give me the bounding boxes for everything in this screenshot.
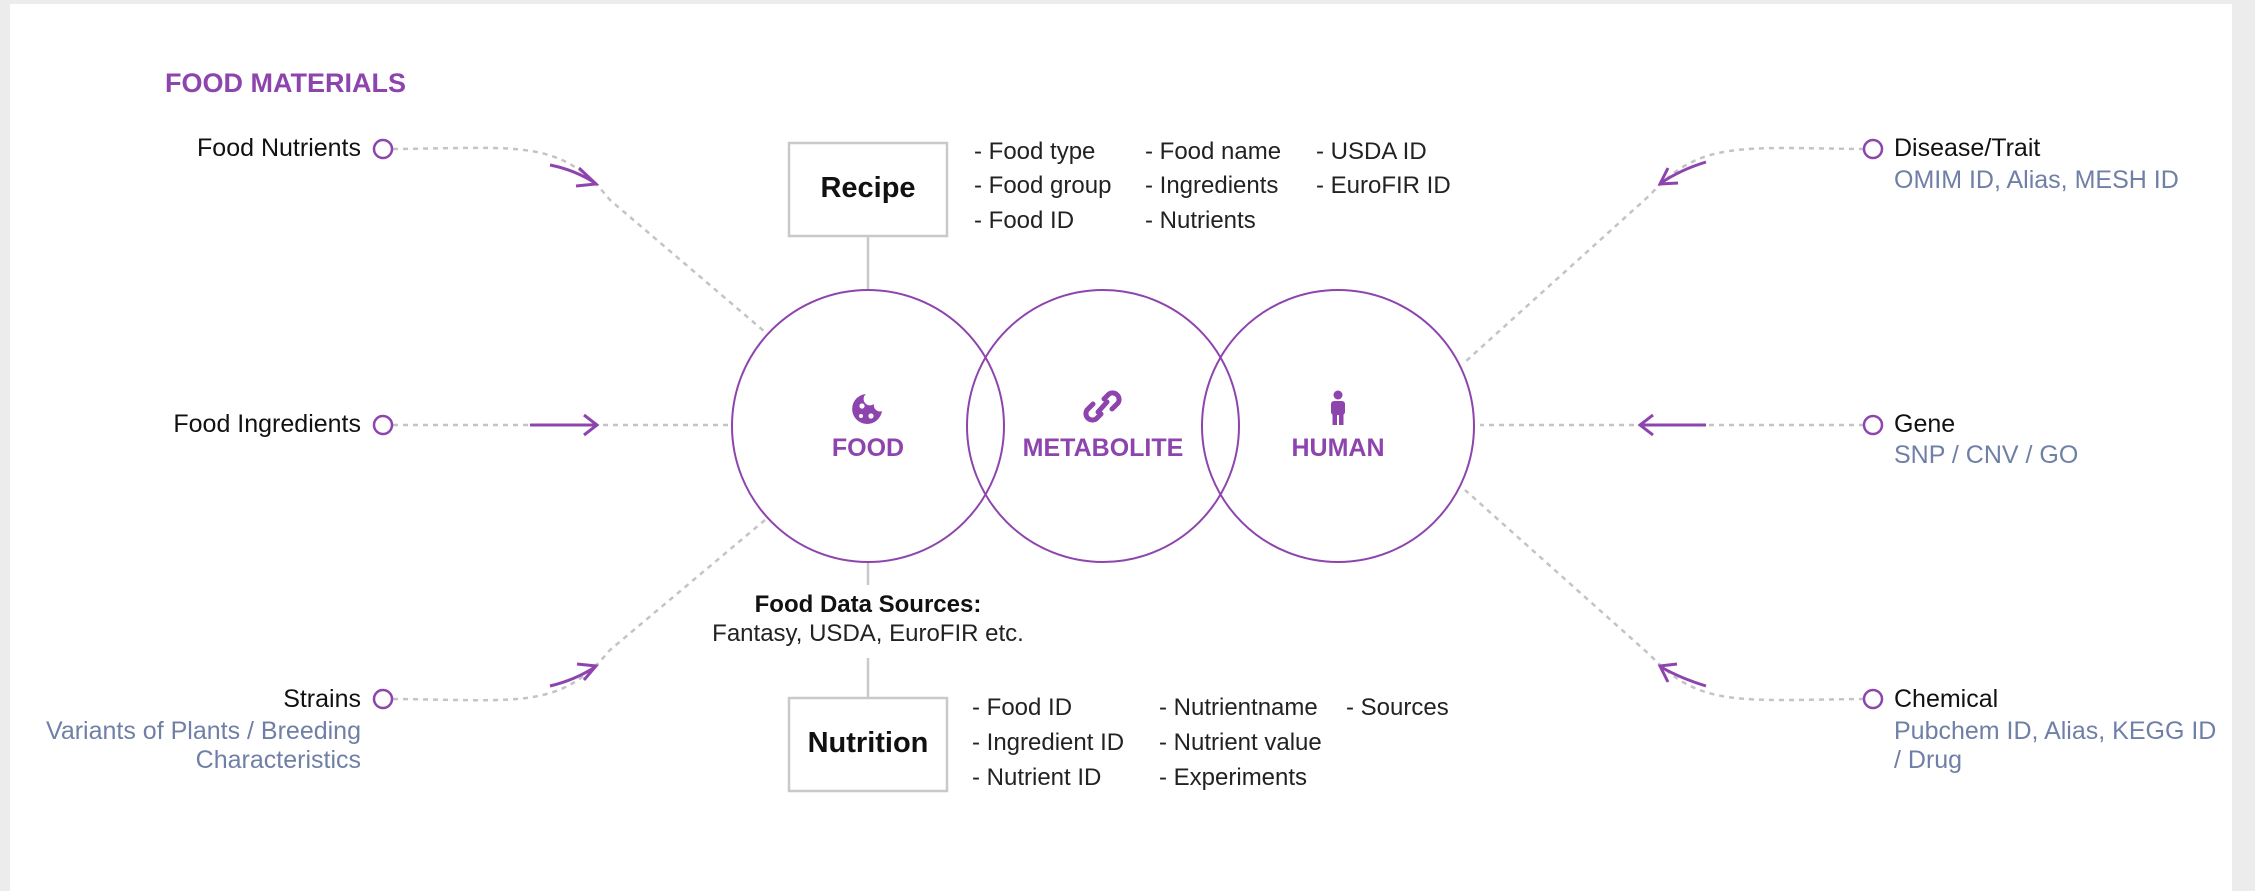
nutrition-field: - Ingredient ID — [972, 729, 1125, 756]
node-sub-gene: SNP / CNV / GO — [1894, 441, 2079, 469]
section-title: FOOD MATERIALS — [165, 68, 406, 98]
node-label-food-nutrients: Food Nutrients — [197, 134, 361, 162]
recipe-box — [787, 141, 949, 238]
node-label-food-ingredients: Food Ingredients — [173, 410, 361, 438]
recipe-field: - Nutrients — [1145, 207, 1256, 234]
recipe-field: - Food type — [974, 138, 1096, 165]
node-label-disease-trait: Disease/Trait — [1894, 134, 2041, 162]
arrow-food-nutrients — [549, 163, 600, 188]
nutrition-field: - Sources — [1346, 694, 1449, 721]
circle-food — [731, 289, 1005, 563]
circle-label-human: HUMAN — [1291, 434, 1385, 462]
node-marker-strains — [372, 688, 394, 710]
arrow-disease-trait — [1657, 160, 1707, 186]
node-marker-chemical — [1862, 688, 1884, 710]
arrow-food-ingredients — [530, 413, 600, 437]
node-label-strains: Strains — [283, 685, 361, 713]
node-label-chemical: Chemical — [1894, 685, 1999, 713]
nutrition-field: - Food ID — [972, 694, 1073, 721]
recipe-box-label: Recipe — [820, 172, 916, 204]
food-data-sources-title: Food Data Sources: — [754, 591, 982, 618]
nutrition-field: - Nutrient value — [1159, 729, 1322, 756]
link-icon — [1083, 390, 1122, 423]
recipe-field: - EuroFIR ID — [1316, 172, 1451, 199]
person-icon — [1331, 390, 1345, 425]
arrow-chemical — [1657, 662, 1707, 688]
node-marker-gene — [1862, 414, 1884, 436]
cookie-icon — [852, 394, 882, 424]
node-marker-disease-trait — [1862, 138, 1884, 160]
circle-metabolite — [966, 289, 1240, 563]
circle-label-metabolite: METABOLITE — [1022, 434, 1184, 462]
recipe-field: - Ingredients — [1145, 172, 1279, 199]
node-label-gene: Gene — [1894, 410, 1956, 438]
recipe-field: - USDA ID — [1316, 138, 1427, 165]
recipe-field: - Food group — [974, 172, 1112, 199]
circle-label-food: FOOD — [831, 434, 905, 462]
arrow-strains — [549, 662, 599, 688]
nutrition-field: - Nutrientname — [1159, 694, 1318, 721]
recipe-field: - Food name — [1145, 138, 1282, 165]
node-marker-food-ingredients — [372, 414, 394, 436]
node-sub-chemical: Pubchem ID, Alias, KEGG ID / Drug — [1894, 717, 2217, 774]
arrow-gene — [1637, 413, 1706, 437]
node-marker-food-nutrients — [372, 138, 394, 160]
nutrition-field: - Experiments — [1159, 764, 1308, 791]
nutrition-box — [787, 696, 949, 793]
connector-strains — [392, 519, 766, 702]
node-sub-strains: Variants of Plants / Breeding Characteri… — [46, 717, 361, 774]
connector-food-nutrients — [392, 146, 766, 333]
circle-human — [1201, 289, 1475, 563]
node-sub-disease-trait: OMIM ID, Alias, MESH ID — [1894, 166, 2179, 194]
nutrition-field: - Nutrient ID — [972, 764, 1102, 791]
nutrition-box-label: Nutrition — [807, 727, 929, 759]
food-data-sources-text: Fantasy, USDA, EuroFIR etc. — [712, 620, 1024, 647]
recipe-field: - Food ID — [974, 207, 1075, 234]
